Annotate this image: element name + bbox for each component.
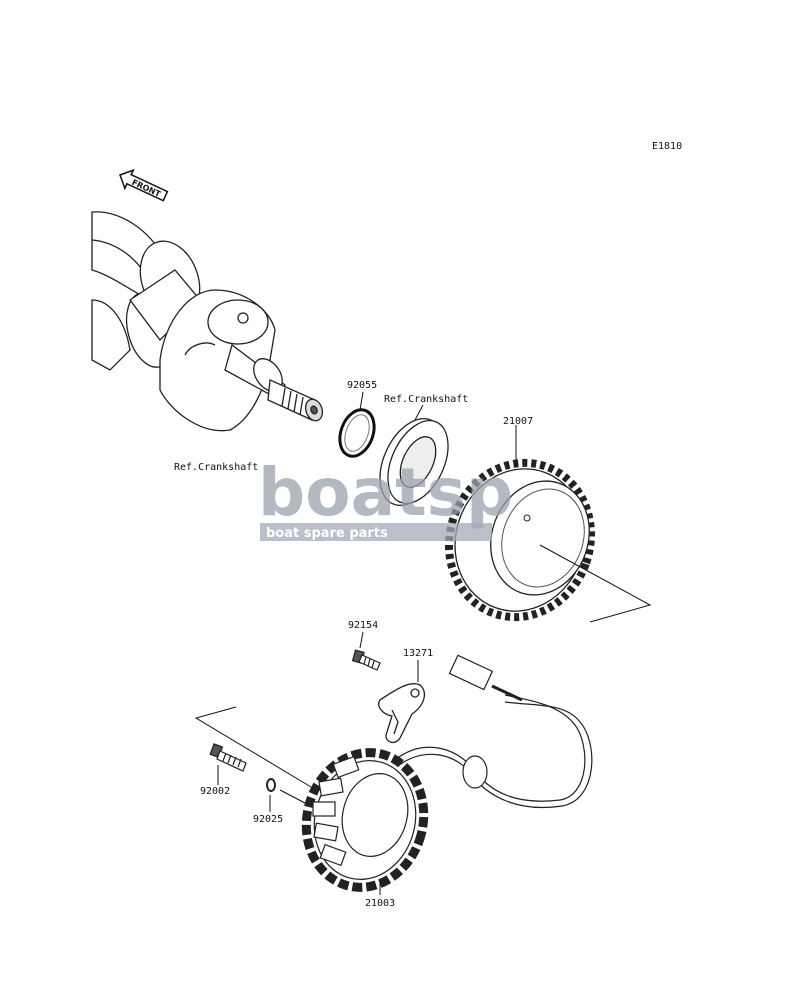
label-92154: 92154 [348,620,378,631]
watermark-tagline: boat spare parts [266,526,388,541]
o-ring-92055 [338,391,376,458]
stator-21003 [301,748,429,895]
bolt-92154 [351,631,381,671]
label-92025: 92025 [253,814,283,825]
washer-92025 [266,778,276,812]
label-ref-crankshaft-lower: Ref.Crankshaft [174,462,258,473]
watermark-logo: boatsp boat spare parts [258,454,513,541]
bolt-92002 [209,743,247,785]
crankshaft-collar [379,404,449,506]
crankshaft-drawing [91,211,324,432]
wire-harness [394,654,593,809]
label-92055: 92055 [347,380,377,391]
plate-13271 [378,660,426,744]
reference-lines [194,706,312,804]
front-arrow-icon: FRONT [119,168,169,202]
diagram-code: E1810 [652,141,682,152]
label-21007: 21007 [503,416,533,427]
watermark-tagline-bar [260,523,492,541]
label-13271: 13271 [403,648,433,659]
label-21003: 21003 [365,898,395,909]
flywheel-21007 [445,425,652,623]
watermark-logo-text: boatsp [258,454,513,531]
label-ref-crankshaft-upper: Ref.Crankshaft [384,394,468,405]
label-92002: 92002 [200,786,230,797]
